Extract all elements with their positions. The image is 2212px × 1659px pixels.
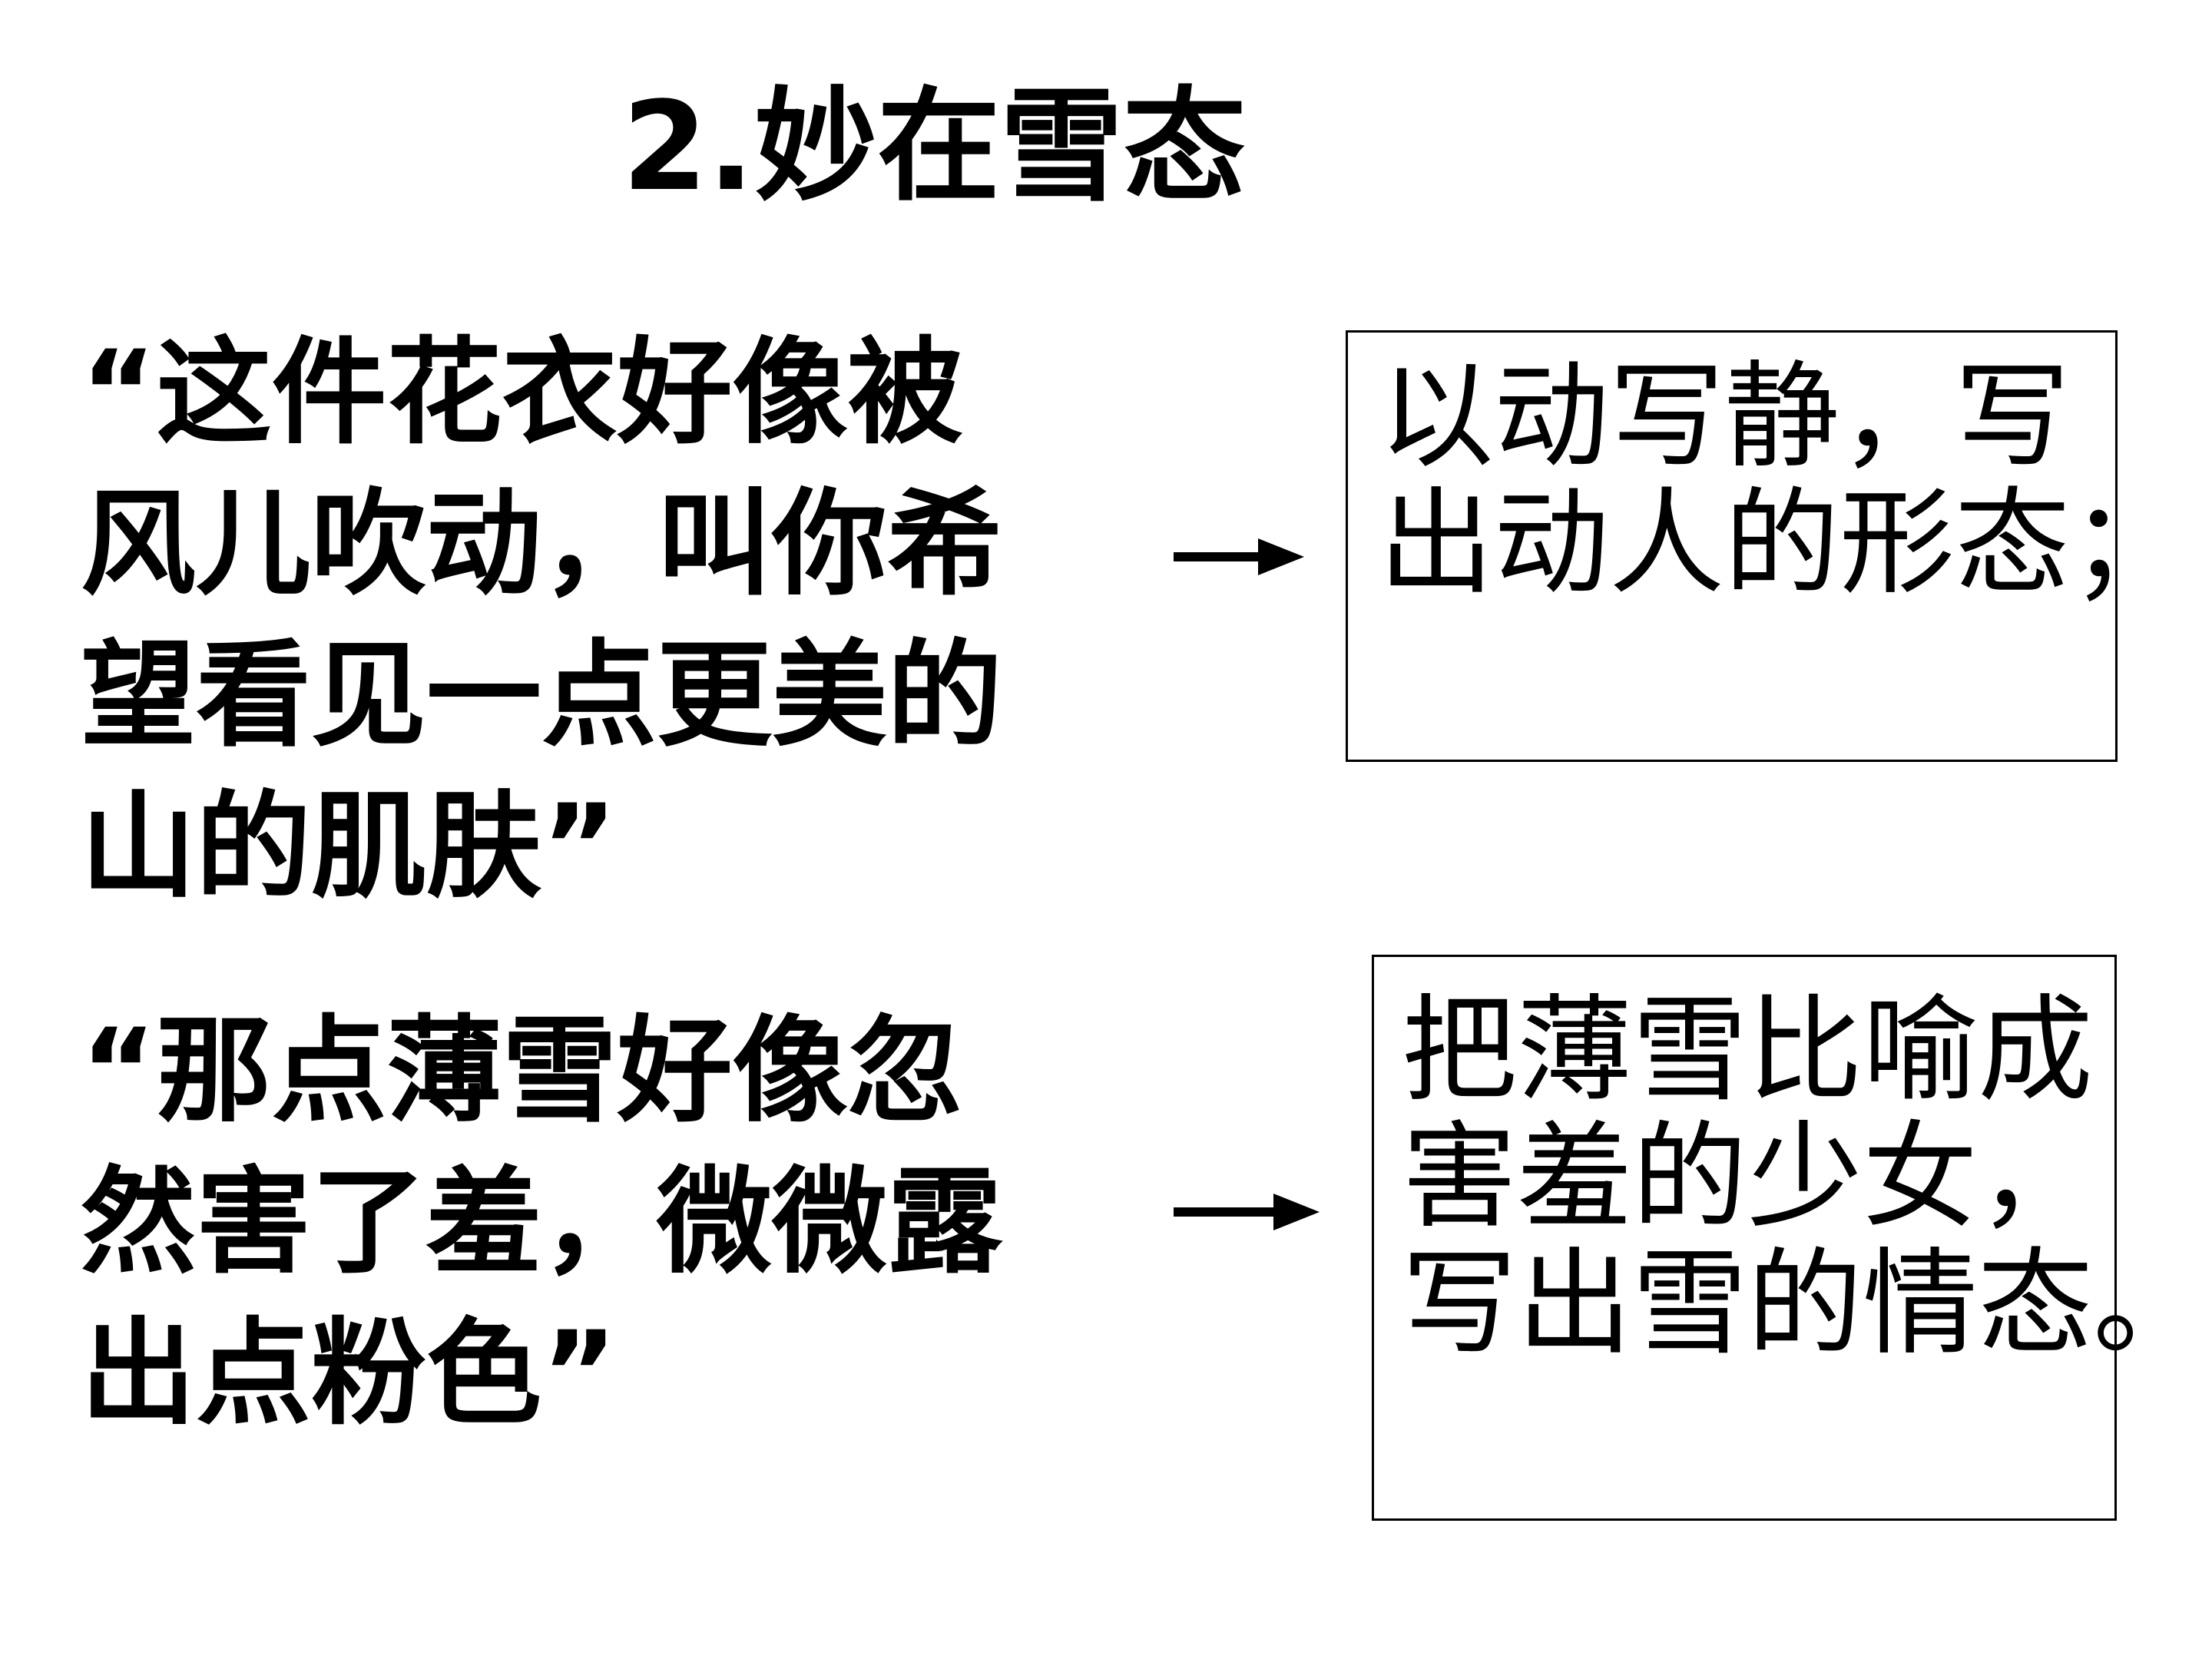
quote-2-line-1: “那点薄雪好像忽 [81, 1005, 963, 1138]
quote-1-line-4: 山的肌肤” [81, 780, 618, 914]
analysis-2-line-1: 把薄雪比喻成 [1402, 984, 2094, 1118]
quote-1-line-3: 望看见一点更美的 [81, 629, 1003, 763]
analysis-box-1: 以动写静，写 出动人的形态； [1346, 330, 2186, 762]
analysis-2-line-3: 写出雪的情态。 [1402, 1237, 2209, 1371]
analysis-box-2: 把薄雪比喻成 害羞的少女， 写出雪的情态。 [1372, 955, 2209, 1521]
right-arrow-icon [1174, 534, 1304, 580]
quote-1-line-2: 风儿吹动，叫你希 [81, 478, 1003, 611]
slide-title: 2.妙在雪态 [622, 75, 1247, 218]
quote-2-line-3: 出点粉色” [81, 1307, 618, 1441]
analysis-2-line-2: 害羞的少女， [1402, 1111, 2094, 1244]
quote-1-line-1: “这件花衣好像被 [81, 326, 963, 460]
right-arrow-icon [1174, 1189, 1320, 1235]
quote-1: “这件花衣好像被 风儿吹动，叫你希 望看见一点更美的 山的肌肤” [81, 318, 1094, 923]
analysis-1-line-2: 出动人的形态； [1379, 477, 2186, 611]
quote-2: “那点薄雪好像忽 然害了羞，微微露 出点粉色” [81, 996, 1094, 1450]
analysis-1-line-1: 以动写静，写 [1379, 350, 2071, 484]
quote-2-line-2: 然害了羞，微微露 [81, 1156, 1003, 1290]
